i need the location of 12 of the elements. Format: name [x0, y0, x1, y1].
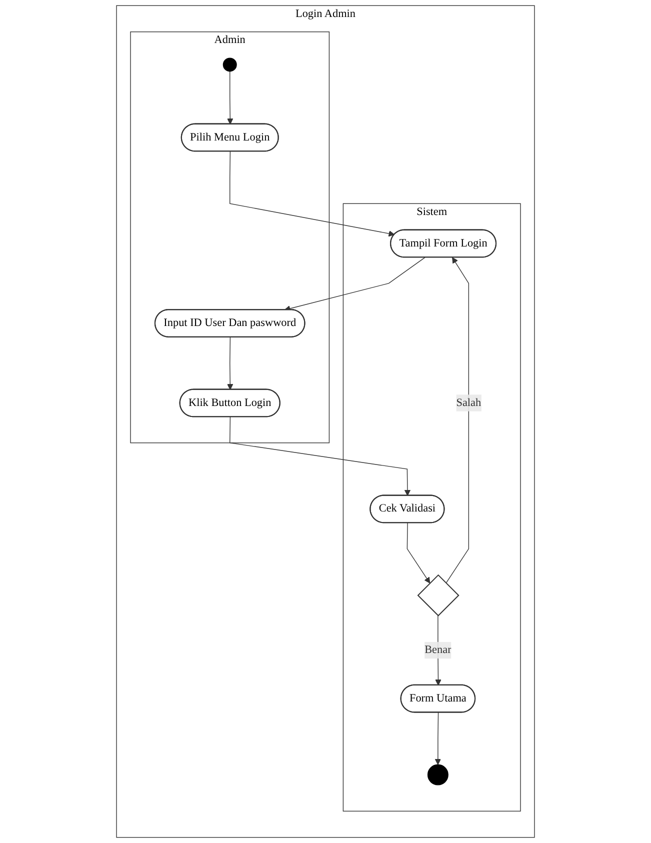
edge-label: Salah: [456, 396, 482, 409]
arrow: [446, 257, 470, 584]
node-diamond: [417, 574, 460, 616]
arrow: [230, 416, 411, 496]
node-circle: [222, 58, 237, 72]
edge-label: Benar: [424, 644, 452, 656]
arrow: [227, 71, 234, 124]
arrow: [230, 151, 395, 237]
arrow: [227, 336, 234, 390]
node-circle: [427, 764, 448, 786]
arrow: [406, 522, 430, 584]
arrow: [434, 712, 442, 765]
